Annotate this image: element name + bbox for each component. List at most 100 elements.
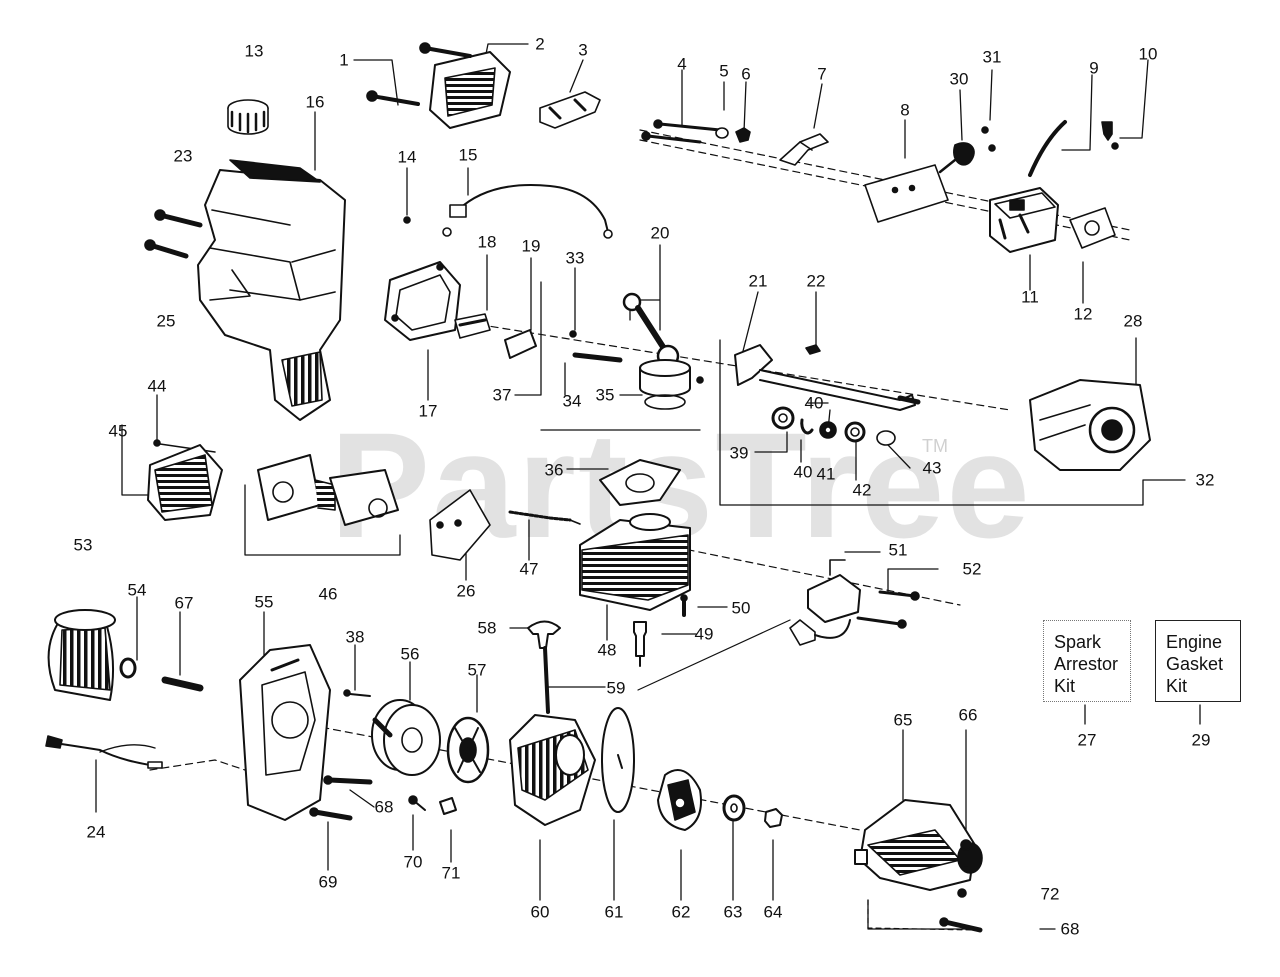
part-16-fuel-tank-housing [197,159,346,421]
part-56-pulley [371,699,441,776]
part-5-washer [715,127,729,139]
callout-65: 65 [893,710,913,730]
callout-22: 22 [806,271,826,291]
callout-19: 19 [521,236,541,256]
part-7-lever [779,133,829,166]
callout-27: 27 [1077,730,1097,750]
part-52-screw [856,590,920,629]
part-10-fitting [1101,121,1119,150]
part-71-clip [439,797,457,815]
callout-69: 69 [318,872,338,892]
callout-43: 43 [922,458,942,478]
part-50-screw [680,594,688,617]
callout-44: 44 [147,376,167,396]
callout-72: 72 [1040,884,1060,904]
callout-52: 52 [962,559,982,579]
callout-13: 13 [244,41,264,61]
callout-51: 51 [888,540,908,560]
callout-47: 47 [519,559,539,579]
callout-48: 48 [597,640,617,660]
callout-41: 41 [816,464,836,484]
callout-67: 67 [174,593,194,613]
trademark-mark: TM [922,436,948,456]
part-20-connecting-rod [622,292,680,368]
part-15-wire [442,184,613,239]
part-2-carb-cover [429,51,511,129]
callout-42: 42 [852,480,872,500]
part-70-screw [408,795,426,811]
callout-34: 34 [562,391,582,411]
callout-9: 9 [1089,58,1099,78]
callout-39: 39 [729,443,749,463]
callout-37: 37 [492,385,512,405]
callout-6: 6 [741,64,751,84]
callout-24: 24 [86,822,106,842]
part-8-plate [864,164,949,223]
part-47-spring [508,510,581,525]
part-42-washer [844,421,866,443]
callout-70: 70 [403,852,423,872]
callout-46: 46 [318,584,338,604]
part-9-hose [1028,120,1067,177]
callout-49: 49 [694,624,714,644]
part-49-spark-plug [633,621,647,667]
callout-57: 57 [467,660,487,680]
callout-55: 55 [254,592,274,612]
part-13-fuel-cap [227,99,269,135]
callout-17: 17 [418,401,438,421]
callout-71: 71 [441,863,461,883]
part-48-cylinder [579,513,691,611]
callout-28: 28 [1123,311,1143,331]
callout-53: 53 [73,535,93,555]
callout-26: 26 [456,581,476,601]
kit-line: Kit [1166,676,1188,696]
part-22-key [805,344,821,355]
part-43-ring [876,430,896,446]
callout-66: 66 [958,705,978,725]
part-35-piston [639,359,704,410]
callout-60: 60 [530,902,550,922]
part-45-guard [147,444,223,521]
callout-5: 5 [719,61,729,81]
callout-40-lower: 40 [793,462,813,482]
part-28-crankcase [1029,379,1151,471]
leader-lines [95,43,1201,930]
callout-4: 4 [677,54,687,74]
callout-11: 11 [1021,287,1039,307]
callout-63: 63 [723,902,743,922]
part-24-wire-lead [45,735,163,769]
part-19-block [504,329,537,359]
part-36-gasket [599,459,681,506]
callout-36: 36 [544,460,564,480]
callout-2: 2 [535,34,545,54]
callout-3: 3 [578,40,588,60]
callout-16: 16 [305,92,325,112]
kit-line: Kit [1054,676,1076,696]
part-55-housing [239,644,331,821]
kit-line: Arrestor [1054,654,1119,674]
callout-35: 35 [595,385,615,405]
callout-30: 30 [949,69,969,89]
part-57-hub [446,716,490,784]
part-34-pin [572,352,623,363]
callout-68-lower: 68 [1060,919,1080,939]
part-25-screw [144,239,189,259]
engine-gasket-kit-box: Engine Gasket Kit [1155,620,1241,702]
callout-40-upper: 40 [804,393,824,413]
callout-12: 12 [1073,304,1093,324]
part-59-rope [543,646,550,714]
part-26-plate [429,489,491,561]
callout-8: 8 [900,100,910,120]
part-41-bearing [819,421,837,439]
part-14-screw [403,216,411,224]
callout-68-upper: 68 [374,797,394,817]
part-64-nut [764,808,783,828]
part-63-washer [722,794,746,822]
callout-58: 58 [477,618,497,638]
part-54-washer [119,657,137,679]
part-38-screw [343,689,371,697]
part-40-ring [800,418,814,435]
part-60-starter-housing [509,714,596,826]
